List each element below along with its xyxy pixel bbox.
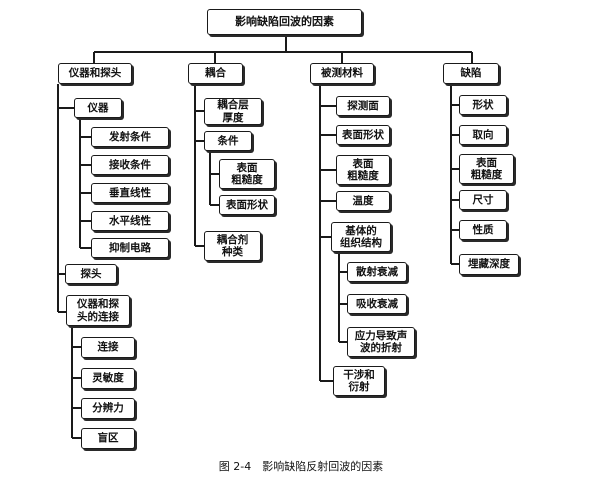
connector-line [339, 341, 347, 343]
connector-line [320, 169, 336, 171]
connector-line [195, 140, 204, 142]
node-temperature: 温度 [336, 191, 390, 211]
connector-line [471, 52, 473, 63]
connector-line [58, 273, 65, 275]
node-material-surface-shape: 表面形状 [336, 125, 390, 145]
connector-line [80, 220, 91, 222]
connector-line [451, 199, 459, 201]
category-test-material: 被测材料 [310, 63, 374, 84]
node-sensitivity: 灵敏度 [81, 368, 135, 389]
connector-line [58, 311, 66, 313]
node-defect-shape: 形状 [459, 95, 507, 115]
connector-line [72, 377, 81, 379]
connector-line [320, 380, 333, 382]
node-stress-refraction: 应力导致声 波的折射 [347, 327, 415, 357]
connector-line [320, 236, 331, 238]
connector-line [320, 134, 336, 136]
node-interference-diffraction: 干涉和 衍射 [333, 366, 385, 396]
node-instrument: 仪器 [74, 98, 122, 118]
category-defect: 缺陷 [443, 63, 499, 84]
node-scattering-attenuation: 散射衰减 [347, 262, 407, 282]
category-coupling: 耦合 [188, 63, 243, 84]
connector-line [94, 51, 472, 53]
node-defect-orientation: 取向 [459, 125, 507, 145]
category-instrument-probe: 仪器和探头 [58, 63, 132, 84]
connector-line [57, 84, 59, 312]
node-coupling-surface-roughness: 表面 粗糙度 [219, 159, 275, 189]
connector-line [80, 192, 91, 194]
connector-line [285, 35, 287, 52]
node-material-surface-roughness: 表面 粗糙度 [336, 155, 390, 185]
node-matrix-structure: 基体的 组织结构 [331, 222, 391, 252]
node-defect-surface-roughness: 表面 粗糙度 [459, 154, 514, 184]
root-title-box: 影响缺陷回波的因素 [207, 9, 362, 35]
connector-line [451, 263, 459, 265]
node-receive-condition: 接收条件 [91, 155, 169, 175]
connector-line [210, 204, 219, 206]
node-defect-size: 尺寸 [459, 190, 507, 210]
connector-line [72, 407, 81, 409]
node-burial-depth: 埋藏深度 [459, 254, 519, 275]
connector-line [338, 252, 340, 342]
connector-line [319, 84, 321, 381]
node-suppression-circuit: 抑制电路 [91, 238, 169, 258]
connector-line [93, 52, 95, 63]
node-horizontal-linearity: 水平线性 [91, 211, 169, 231]
connector-line [210, 173, 219, 175]
connector-line [451, 104, 459, 106]
connector-line [214, 52, 216, 63]
connector-line [72, 346, 81, 348]
node-blind-zone: 盲区 [81, 428, 135, 449]
node-instrument-probe-connection: 仪器和探 头的连接 [66, 295, 130, 326]
connector-line [194, 84, 196, 246]
connector-line [80, 136, 91, 138]
node-emit-condition: 发射条件 [91, 127, 169, 147]
connector-line [451, 229, 459, 231]
connector-line [320, 105, 336, 107]
connector-line [341, 52, 343, 63]
connector-line [195, 110, 204, 112]
node-coupling-layer-thickness: 耦合层 厚度 [204, 98, 262, 125]
connector-line [339, 271, 347, 273]
connector-line [339, 303, 347, 305]
connector-line [71, 326, 73, 438]
node-coupling-condition: 条件 [204, 131, 252, 151]
node-coupling-surface-shape: 表面形状 [219, 195, 275, 215]
connector-line [451, 134, 459, 136]
figure-caption: 图 2-4 影响缺陷反射回波的因素 [218, 460, 384, 473]
node-vertical-linearity: 垂直线性 [91, 183, 169, 203]
node-couplant-type: 耦合剂 种类 [204, 231, 261, 261]
node-absorption-attenuation: 吸收衰减 [347, 294, 407, 314]
node-connection: 连接 [81, 337, 135, 358]
connector-line [451, 168, 459, 170]
node-test-surface: 探测面 [336, 96, 390, 116]
connector-line [58, 107, 74, 109]
connector-line [195, 245, 204, 247]
connector-line [72, 437, 81, 439]
node-defect-nature: 性质 [459, 220, 507, 240]
connector-line [79, 118, 81, 248]
connector-line [80, 164, 91, 166]
connector-line [320, 200, 336, 202]
node-resolution: 分辨力 [81, 398, 135, 419]
connector-line [450, 84, 452, 264]
connector-line [80, 247, 91, 249]
node-probe: 探头 [65, 264, 117, 284]
connector-line [209, 151, 211, 205]
